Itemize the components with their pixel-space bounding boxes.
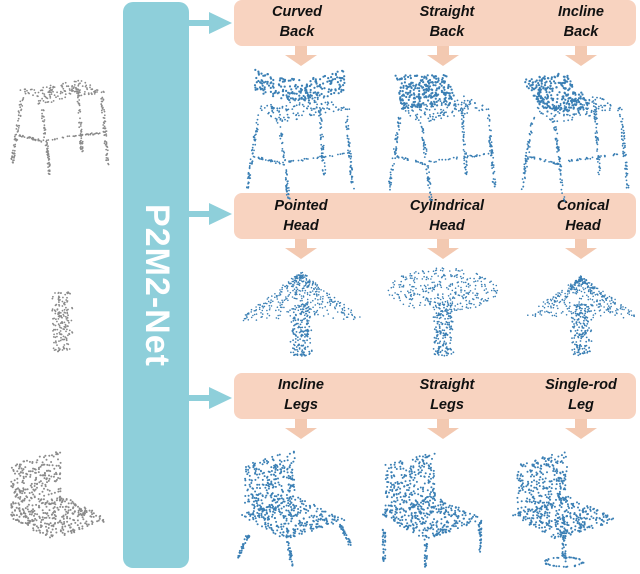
input-shape-lamp-stem [51,291,73,352]
point-clouds [10,69,635,568]
output-shape-r2-c1 [243,272,361,357]
network-arrow-row-1 [189,12,232,34]
band-arrow-r1-c3 [565,46,597,66]
network-arrow-row-2 [189,203,232,225]
output-shape-r3-c1 [237,451,352,567]
network-arrows [189,12,232,409]
output-shape-r1-c1 [246,69,355,200]
input-shape-chair-seat-back [10,451,104,538]
band-arrow-r2-c2 [427,239,459,259]
band-arrow-r3-c1 [285,419,317,439]
network-arrow-row-3 [189,387,232,409]
output-shape-r1-c3 [521,73,630,202]
output-shape-r1-c2 [388,74,496,201]
band-arrow-r3-c2 [427,419,459,439]
input-shape-chair-stool [10,80,109,175]
band-arrow-r2-c1 [285,239,317,259]
band-arrow-r3-c3 [565,419,597,439]
band-arrow-r2-c3 [565,239,597,259]
output-shape-r2-c2 [388,267,499,356]
output-shape-r3-c3 [512,452,614,569]
output-shape-r2-c3 [527,275,635,356]
output-shape-r3-c2 [382,453,483,568]
band-arrow-r1-c2 [427,46,459,66]
band-arrow-r1-c1 [285,46,317,66]
